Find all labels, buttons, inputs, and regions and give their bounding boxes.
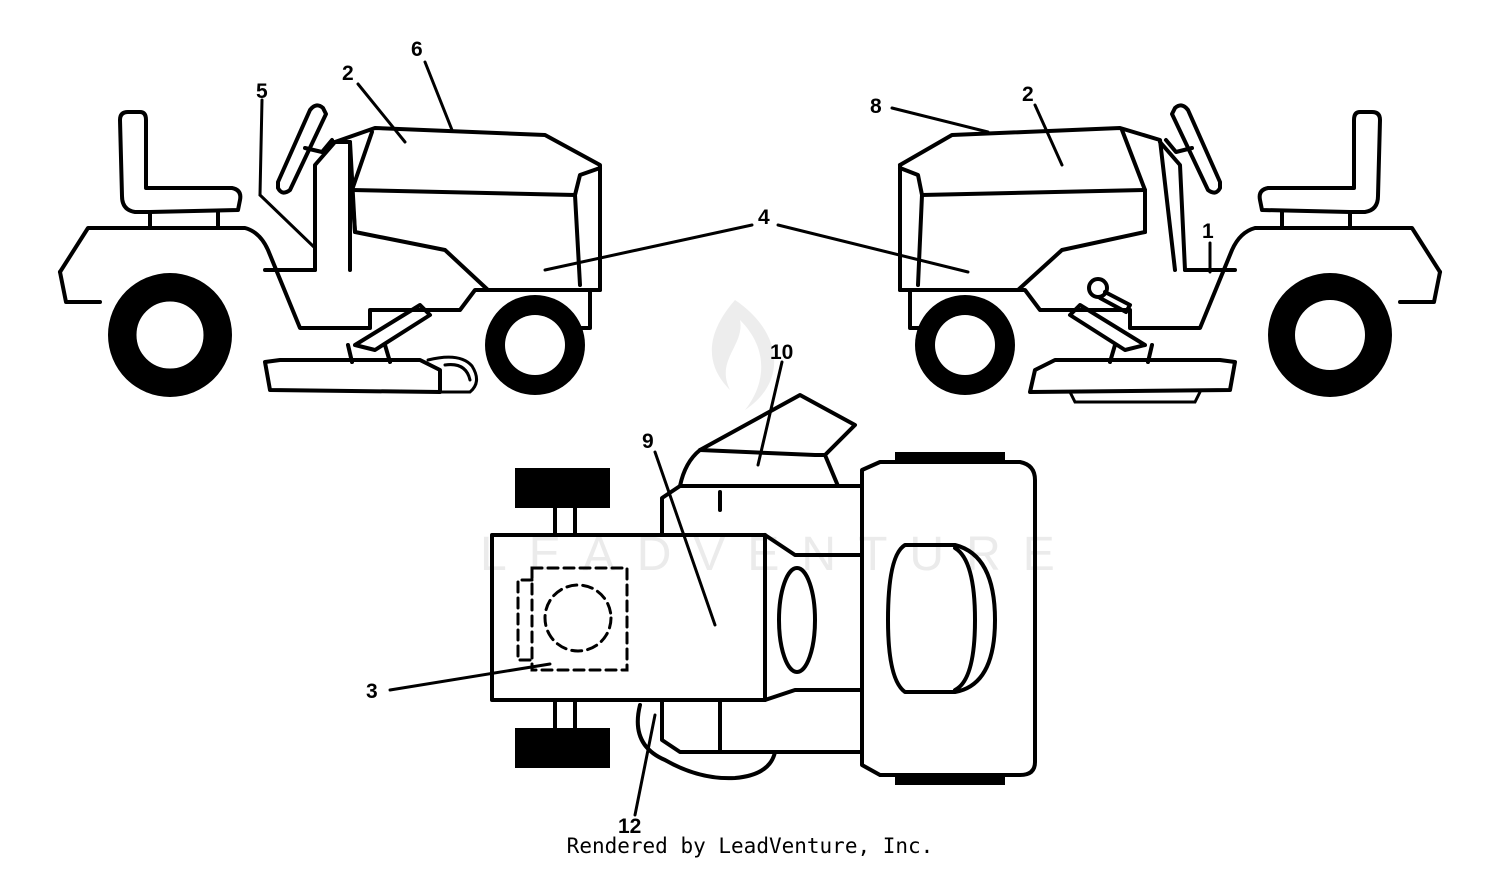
- rear-tire-top-right: [515, 728, 610, 768]
- discharge-chute-top: [678, 393, 857, 488]
- steering-wheel-right: [1170, 103, 1222, 195]
- callout-1: 1: [1202, 220, 1214, 243]
- tractor-right-side-view: [898, 103, 1442, 404]
- tractor-top-view: [490, 393, 1037, 785]
- pedal-left: [353, 303, 432, 352]
- steering-outline-top: [543, 583, 613, 653]
- lever-knob-right: [1087, 277, 1109, 299]
- mower-deck-right: [1028, 358, 1237, 394]
- callout-8: 8: [870, 95, 882, 118]
- callout-6: 6: [411, 38, 423, 61]
- seat-outline-top: [530, 566, 629, 672]
- fender-left: [58, 226, 602, 330]
- dash-oval-top: [777, 566, 817, 674]
- hood-right: [898, 126, 1177, 272]
- callout-3: 3: [366, 680, 378, 703]
- pedal-right: [1068, 303, 1147, 352]
- leader-lines: [258, 60, 1212, 817]
- callout-2-left: 2: [342, 62, 354, 85]
- callout-12: 12: [618, 815, 641, 838]
- credit-line: Rendered by LeadVenture, Inc.: [566, 834, 934, 858]
- mower-deck-left: [263, 358, 442, 394]
- callout-2-right: 2: [1022, 83, 1034, 106]
- seat-right: [1257, 110, 1382, 214]
- tractor-left-side-view: [58, 103, 602, 397]
- rear-tire-top-left: [515, 468, 610, 508]
- seat-left: [118, 110, 243, 214]
- front-hood-top: [860, 460, 1037, 777]
- callout-5: 5: [256, 80, 268, 103]
- callout-9: 9: [642, 430, 654, 453]
- watermark-flame-icon: [711, 300, 775, 410]
- steering-wheel-left: [276, 103, 328, 195]
- callout-10: 10: [770, 341, 793, 364]
- callout-4: 4: [758, 206, 770, 229]
- fender-right: [898, 226, 1442, 330]
- callout-labels: 6 2 5 8 2 4 1 10 9 3 12: [256, 38, 1214, 838]
